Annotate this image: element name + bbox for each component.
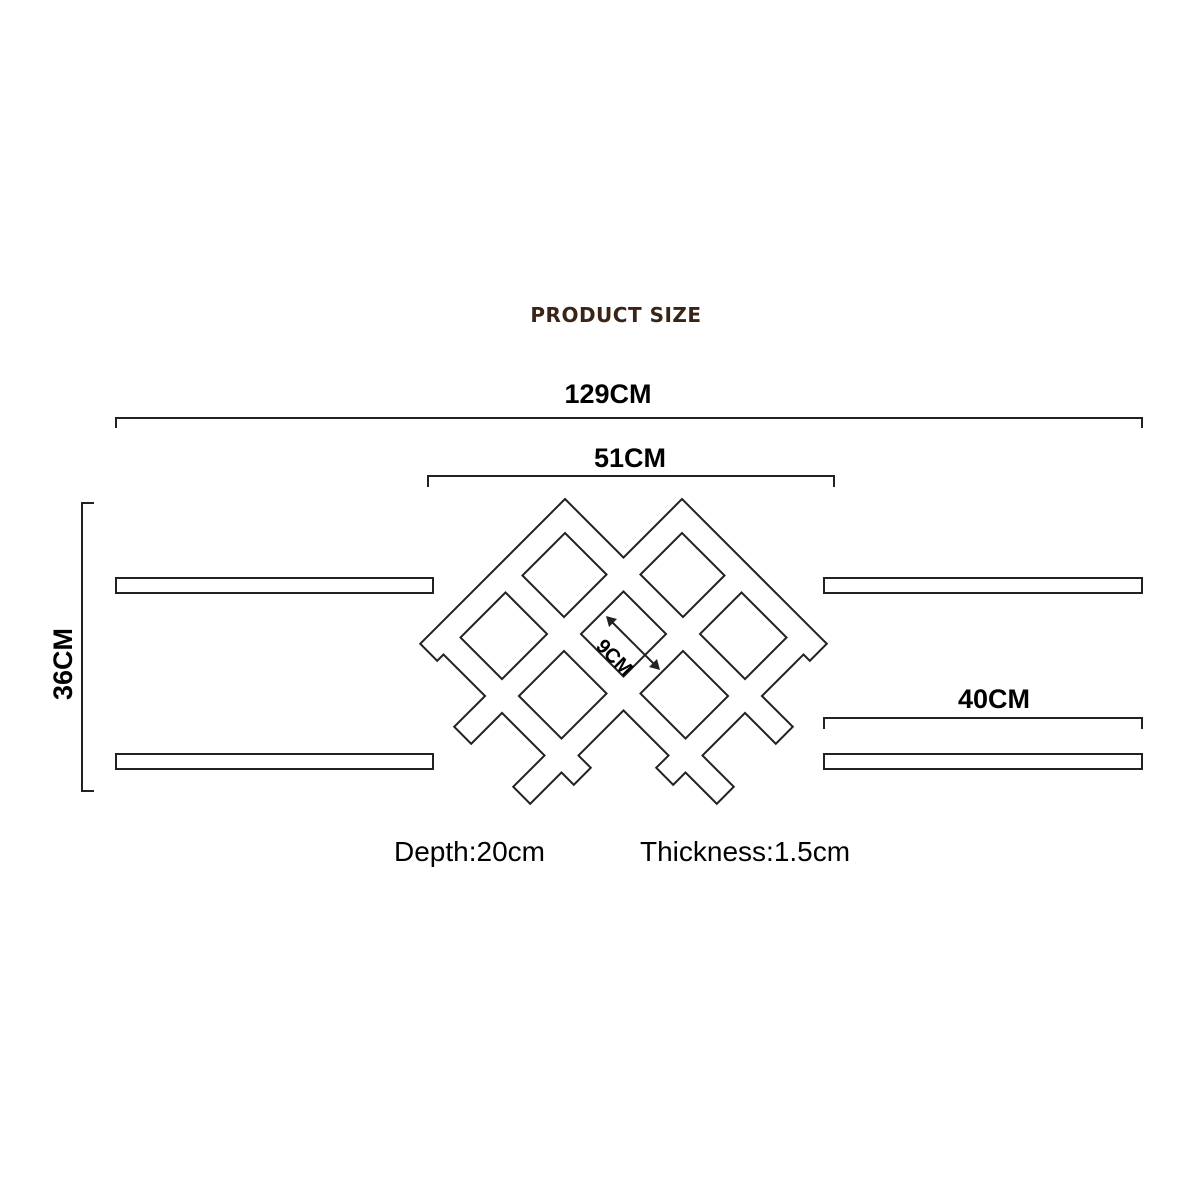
thickness-label: Thickness:1.5cm: [640, 836, 850, 867]
overall-width-dimension-line: [115, 417, 1143, 428]
diagram-title: PRODUCT SIZE: [530, 303, 701, 327]
lattice-bar-6: [514, 560, 757, 803]
cell-size-arrowhead-start: [606, 616, 617, 627]
lattice-bar-8: [657, 627, 814, 784]
diamond-lattice: [418, 497, 829, 806]
overall-width-label: 129CM: [564, 379, 651, 409]
height-label: 36CM: [48, 628, 78, 700]
shelf-length-dimension-line: [823, 717, 1143, 729]
cell-size-arrowhead-end: [649, 659, 660, 670]
lattice-width-dimension-line: [427, 475, 835, 487]
shelf-bottom-right: [823, 753, 1143, 770]
shelf-top-right: [823, 577, 1143, 594]
height-dimension-line: [81, 502, 94, 792]
lattice-width-label: 51CM: [594, 443, 666, 473]
lattice-bar-7: [421, 500, 581, 660]
shelf-length-label: 40CM: [958, 684, 1030, 714]
shelf-top-left: [115, 577, 434, 594]
cell-size-arrow: [609, 619, 657, 667]
depth-label: Depth:20cm: [394, 836, 545, 867]
lattice-bar-5: [455, 500, 698, 743]
shelf-bottom-left: [115, 753, 434, 770]
